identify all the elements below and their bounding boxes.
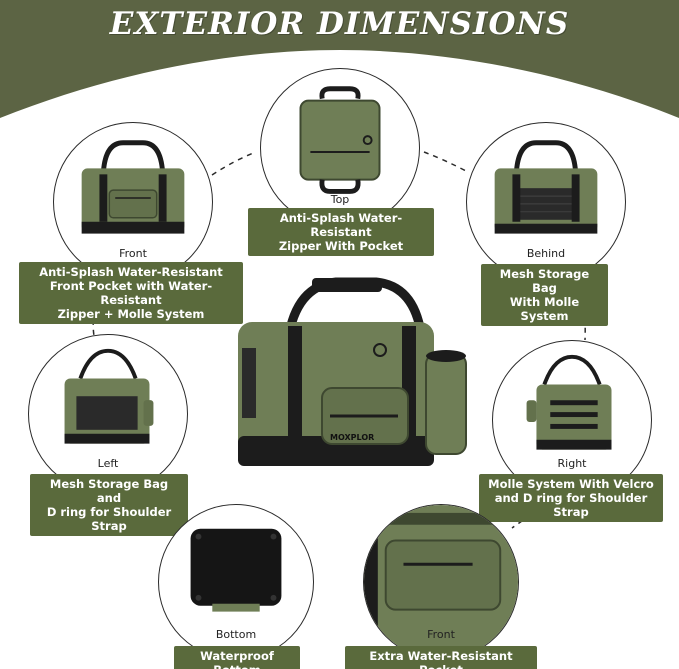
caption-left: Mesh Storage Bag and D ring for Shoulder… [30,474,188,536]
view-label-left: Left [97,457,119,470]
view-right: Right [492,340,652,500]
view-behind: Behind [466,122,626,282]
header-band [0,0,679,118]
caption-bottom: Waterproof Bottom [174,646,300,669]
caption-right: Molle System With Velcro and D ring for … [479,474,663,522]
view-bottom: Bottom [158,504,314,660]
view-label-behind: Behind [526,247,566,260]
bag-right-image [526,354,612,450]
view-front-pocket: Front [363,504,519,660]
view-label-top: Top [330,193,350,206]
caption-front-pocket: Extra Water-Resistant Pocket [345,646,537,669]
bag-left-image [64,348,154,444]
caption-front: Anti-Splash Water-Resistant Front Pocket… [19,262,243,324]
bag-bottom-image [190,528,282,612]
hero-bag-image: MOXPLOR [238,277,467,466]
view-top: Top [260,68,420,228]
view-label-front-pocket: Front [427,628,455,641]
view-left: Left [28,334,188,494]
view-front: Front [53,122,213,282]
caption-behind: Mesh Storage Bag With Molle System [481,264,608,326]
brand-logo: MOXPLOR [330,433,374,442]
bag-front-pocket-image [364,505,518,659]
caption-top: Anti-Splash Water-Resistant Zipper With … [248,208,434,256]
page-title: EXTERIOR DIMENSIONS [109,6,570,42]
bag-behind-image [494,140,598,234]
bag-top-image [299,86,381,194]
view-label-right: Right [557,457,587,470]
bag-front-image [81,140,185,234]
view-label-front: Front [119,247,147,260]
view-label-bottom: Bottom [215,628,257,641]
